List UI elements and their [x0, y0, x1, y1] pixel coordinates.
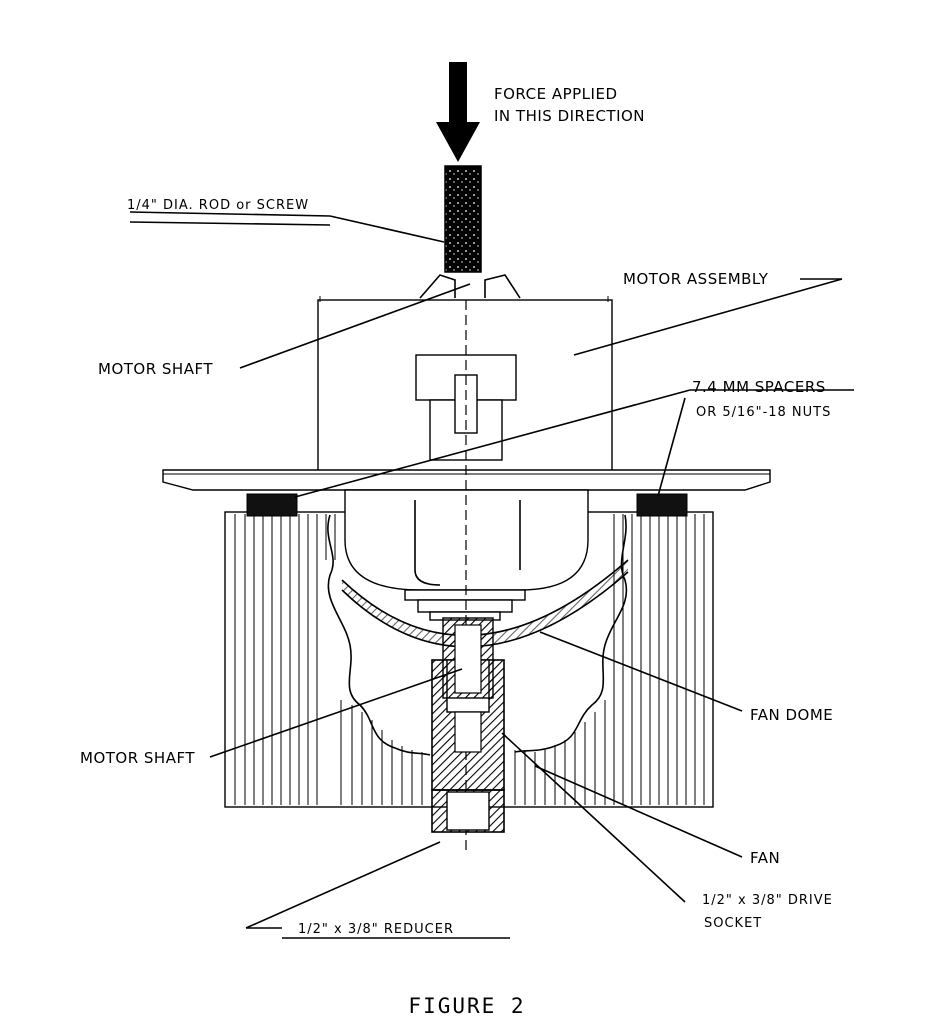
- drive-socket-label-line1: 1/2" x 3/8" DRIVE: [702, 893, 833, 908]
- spacer-right: [636, 493, 688, 517]
- spacers-label-line1: 7.4 MM SPACERS: [692, 378, 826, 396]
- drive-socket-label-line2: SOCKET: [704, 916, 762, 931]
- fan-cutaway-edge: [327, 514, 431, 756]
- force-label-line1: FORCE APPLIED: [494, 85, 618, 103]
- motor-shaft-bottom-label: MOTOR SHAFT: [80, 749, 195, 767]
- rod: [444, 165, 482, 273]
- fan-ribs: [234, 514, 705, 805]
- drive-socket-drawing: [431, 617, 505, 791]
- spacer-left: [246, 493, 298, 517]
- fan-dome-label: FAN DOME: [750, 706, 833, 724]
- rod-label: 1/4" DIA. ROD or SCREW: [127, 198, 309, 213]
- reducer-drawing: [431, 789, 505, 833]
- spacers-label-line2: OR 5/16"-18 NUTS: [696, 405, 831, 420]
- figure-caption: FIGURE 2: [408, 994, 525, 1018]
- reducer-label: 1/2" x 3/8" REDUCER: [298, 922, 454, 937]
- leader-lines: [129, 211, 854, 939]
- motor-shaft-top-label: MOTOR SHAFT: [98, 360, 213, 378]
- force-label-line2: IN THIS DIRECTION: [494, 107, 645, 125]
- motor-assembly-label: MOTOR ASSEMBLY: [623, 270, 769, 288]
- fan-label: FAN: [750, 849, 780, 867]
- force-arrow-icon: [436, 62, 480, 162]
